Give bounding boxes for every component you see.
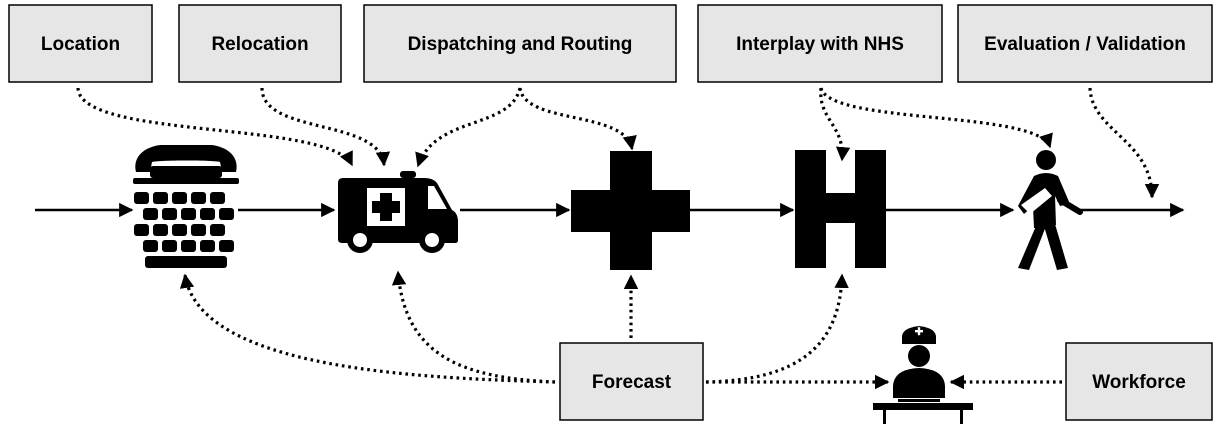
interplay-nhs-box: Interplay with NHS (697, 4, 943, 83)
forecast-label: Forecast (592, 372, 672, 393)
connector-relocation-to-ambulance (260, 87, 391, 167)
connector-nhs-to-hospital (819, 87, 851, 162)
connector-nhs-to-patient (819, 87, 1053, 149)
telephone-keypad-icon (133, 145, 239, 268)
evaluation-validation-box: Evaluation / Validation (957, 4, 1213, 83)
connector-forecast-to-ambulance (391, 270, 556, 384)
discharged-patient-icon (1018, 150, 1083, 270)
evaluation-validation-label: Evaluation / Validation (984, 34, 1186, 55)
forecast-box: Forecast (559, 342, 704, 421)
location-box: Location (8, 4, 153, 83)
interplay-nhs-label: Interplay with NHS (736, 34, 904, 55)
location-label: Location (41, 34, 120, 55)
dispatching-routing-label: Dispatching and Routing (408, 34, 633, 55)
connector-dispatching-to-ambulance (415, 87, 522, 168)
nurse-at-desk-icon (873, 326, 973, 424)
relocation-box: Relocation (178, 4, 342, 83)
ambulance-icon (338, 171, 458, 253)
workforce-box: Workforce (1065, 342, 1213, 421)
connector-dispatching-to-emergency (518, 87, 637, 151)
connector-forecast-to-hospital (705, 273, 849, 384)
medical-cross-icon (571, 151, 690, 270)
connector-forecast-to-call (179, 273, 556, 384)
relocation-label: Relocation (211, 34, 308, 55)
connector-evaluation-to-exit (1088, 87, 1160, 199)
hospital-h-icon (795, 150, 886, 268)
dotted-connectors (76, 87, 1160, 390)
workforce-label: Workforce (1092, 372, 1186, 393)
connector-location-to-ambulance (76, 87, 354, 167)
dispatching-routing-box: Dispatching and Routing (363, 4, 677, 83)
